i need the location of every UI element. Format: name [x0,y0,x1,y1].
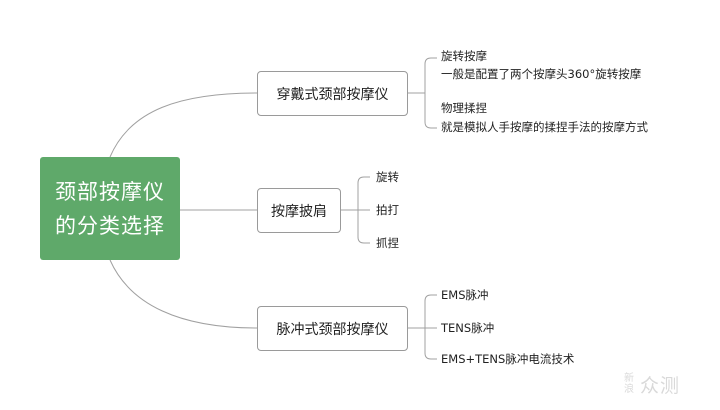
leaf-item: 一般是配置了两个按摩头360°旋转按摩 [441,67,642,81]
connector-branch-1-bracket [408,57,437,129]
branch-node-pulse: 脉冲式颈部按摩仪 [257,306,408,351]
connector-branch-3-bracket [408,294,437,360]
branch-label: 穿戴式颈部按摩仪 [276,86,389,103]
root-title-line-2: 的分类选择 [55,213,165,238]
connector-branch-2-bracket [341,176,370,244]
leaf-item: 物理揉捏 [441,101,487,115]
root-title-line-1: 颈部按摩仪 [55,179,165,204]
branch-node-shawl: 按摩披肩 [257,188,341,233]
leaf-item: 就是模拟人手按摩的揉捏手法的按摩方式 [441,120,648,134]
watermark-brand-text: 众测 [640,374,681,397]
leaf-item: 抓捏 [376,236,399,250]
branch-label: 脉冲式颈部按摩仪 [276,321,389,338]
branch-label: 按摩披肩 [271,203,327,220]
sina-zhongce-watermark-logo: 新 浪 众测 [624,366,716,402]
leaf-item: EMS脉冲 [441,288,489,302]
watermark-char-top: 新 [624,373,634,384]
leaf-item: EMS+TENS脉冲电流技术 [441,352,575,366]
root-node: 颈部按摩仪 的分类选择 [40,157,180,260]
leaf-item: TENS脉冲 [441,321,495,335]
leaf-item: 旋转 [376,170,399,184]
connector-root-to-branch-1 [109,92,258,158]
branch-node-wearable: 穿戴式颈部按摩仪 [257,71,408,116]
leaf-item: 旋转按摩 [441,49,487,63]
watermark-char-bottom: 浪 [624,384,634,395]
connector-root-to-branch-3 [109,259,258,329]
leaf-item: 拍打 [376,203,399,217]
